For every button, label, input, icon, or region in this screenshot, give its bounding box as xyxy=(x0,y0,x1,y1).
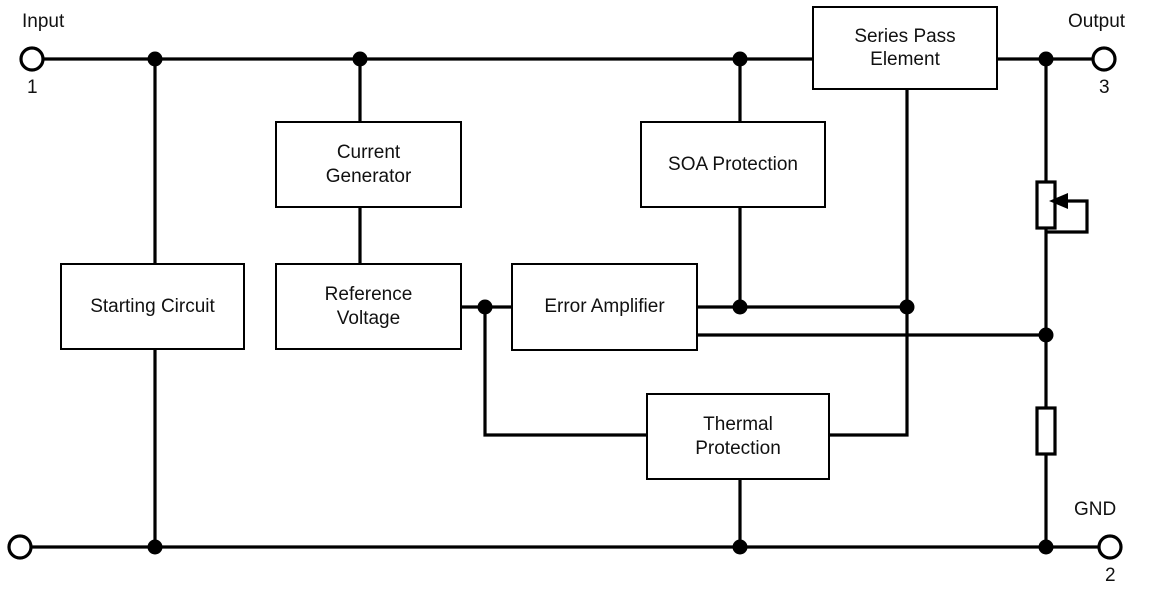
block-label-line1: Current xyxy=(336,142,401,164)
block-label-line2: Protection xyxy=(695,437,781,459)
junction-pass-feedback xyxy=(899,299,915,315)
components-layer xyxy=(1035,180,1089,456)
block-label-line1: SOA Protection xyxy=(668,153,798,175)
block-error-amplifier[interactable]: Error Amplifier xyxy=(511,263,698,351)
terminals-layer xyxy=(7,46,1123,560)
component-feedback-resistor[interactable] xyxy=(1035,406,1057,456)
block-label: Starting Circuit xyxy=(90,295,215,318)
block-label-line1: Error Amplifier xyxy=(544,296,665,318)
wire-thermal-feedback xyxy=(828,305,909,437)
block-label-line1: Thermal xyxy=(703,414,773,436)
potentiometer-arrow-icon xyxy=(1049,193,1068,209)
terminal-pin-ground: 2 xyxy=(1105,565,1116,586)
block-label-line1: Series Pass xyxy=(854,25,956,47)
terminal-ground[interactable] xyxy=(1097,534,1123,560)
block-label-line1: Starting Circuit xyxy=(90,295,215,317)
block-soa-protection[interactable]: SOA Protection xyxy=(640,121,826,208)
junction-ref-erroramp xyxy=(477,299,493,315)
junction-gnd-starting xyxy=(147,539,163,555)
junction-sense-divider xyxy=(1038,327,1054,343)
block-starting-circuit[interactable]: Starting Circuit xyxy=(60,263,245,350)
block-label: Error Amplifier xyxy=(544,295,664,318)
terminal-pin-output: 3 xyxy=(1099,77,1110,98)
terminal-label-output: Output xyxy=(1068,11,1126,32)
block-label-line2: Generator xyxy=(325,165,412,187)
junction-gnd-divider xyxy=(1038,539,1054,555)
terminal-input[interactable] xyxy=(19,46,45,72)
block-label: SOA Protection xyxy=(668,153,798,176)
junction-gnd-thermal xyxy=(732,539,748,555)
junction-soa-erroramp xyxy=(732,299,748,315)
block-label-line2: Voltage xyxy=(336,307,401,329)
terminal-label-input: Input xyxy=(22,11,65,32)
terminal-ground-left[interactable] xyxy=(7,534,33,560)
block-label-line2: Element xyxy=(870,49,940,70)
junction-input-starting xyxy=(147,51,163,67)
junction-dots-layer xyxy=(147,51,1054,555)
wire-ref-to-thermal xyxy=(483,305,648,437)
block-label-line1: Reference xyxy=(324,284,413,306)
junction-input-soa xyxy=(732,51,748,67)
terminal-pin-input: 1 xyxy=(27,77,38,98)
terminal-label-ground: GND xyxy=(1074,499,1117,520)
component-output-potentiometer[interactable] xyxy=(1035,180,1057,230)
wires-layer xyxy=(29,57,1101,549)
junction-input-current xyxy=(352,51,368,67)
potentiometer-wiper xyxy=(1046,199,1089,234)
junction-output-rail xyxy=(1038,51,1054,67)
terminal-output[interactable] xyxy=(1091,46,1117,72)
